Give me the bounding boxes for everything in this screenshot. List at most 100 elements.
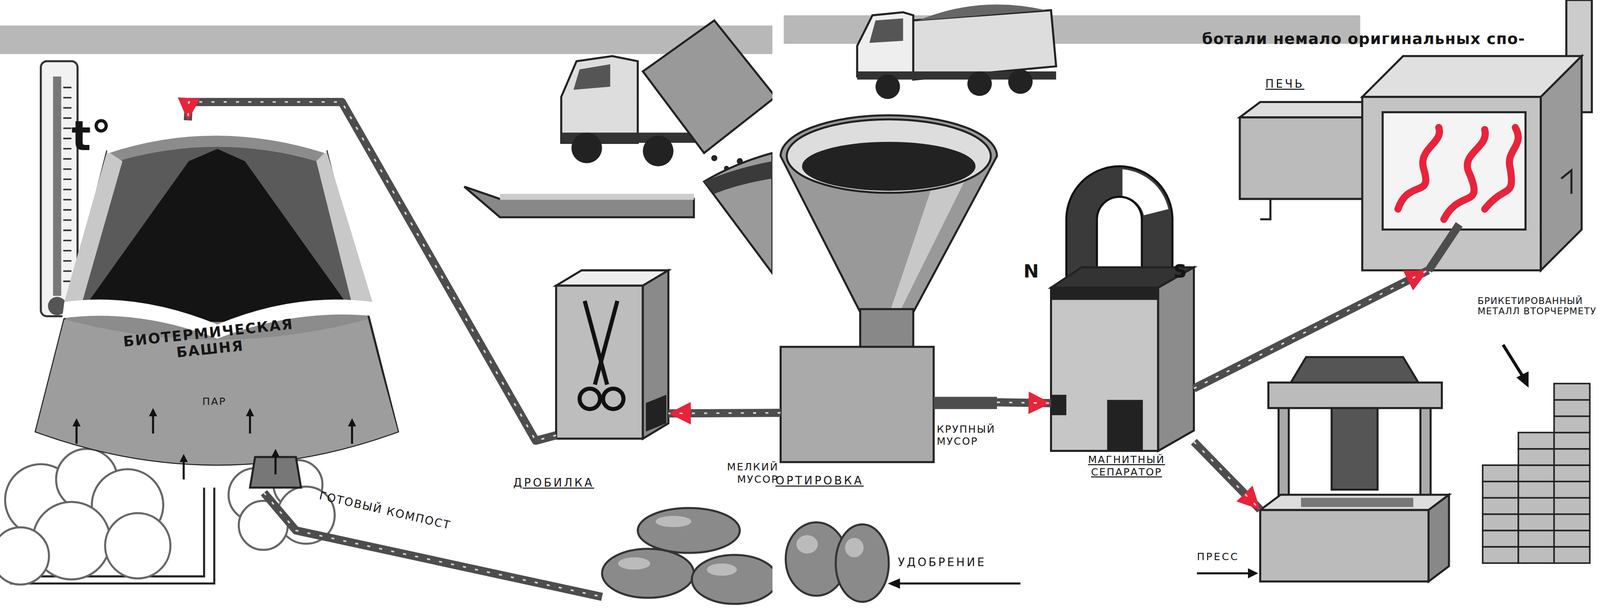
node-label: ПЕЧЬ <box>1265 78 1327 92</box>
conveyor <box>668 413 781 414</box>
furnace-opening <box>1382 112 1526 230</box>
conveyor-belt-marks <box>1193 270 1429 389</box>
hopper-rim <box>786 119 991 193</box>
steam-arrow <box>75 424 78 444</box>
edge-label: КРУПНЫЙ МУСОР <box>936 423 1024 447</box>
fertilizer-bags: УДОБРЕНИЕ <box>602 499 1026 611</box>
flame <box>1484 127 1518 210</box>
hopper-waste <box>801 141 976 192</box>
briquette <box>1482 547 1519 564</box>
hopper-spout <box>860 309 914 350</box>
truck-cab <box>857 12 914 77</box>
falling-waste <box>711 155 718 162</box>
steam-arrow-head <box>348 418 357 427</box>
node-shape <box>35 120 399 494</box>
briquette <box>1554 416 1591 433</box>
sorting-box: ОРТИРОВКА <box>780 110 997 463</box>
tower-box: БИОТЕРМИЧЕСКАЯ БАШНЯПАР <box>35 120 399 494</box>
press-metal <box>1301 497 1414 507</box>
fertilizer-sack <box>835 524 889 602</box>
briquette <box>1554 432 1591 450</box>
page-gutter <box>772 497 784 611</box>
briquette <box>1554 497 1591 515</box>
truck-wheel <box>571 132 603 164</box>
truck-dump-body <box>642 20 776 154</box>
pointer-head <box>1516 371 1529 388</box>
edge-label: ГОТОВЫЙ КОМПОСТ <box>317 490 540 554</box>
steam-arrow <box>151 414 154 434</box>
scissors-ring <box>603 388 624 410</box>
magnet-pole: S <box>1173 261 1198 283</box>
magnet-pole: N <box>1023 261 1048 283</box>
truck-window <box>573 64 611 90</box>
briquette <box>1518 530 1555 548</box>
crusher-box: ДРОБИЛКА <box>556 270 669 439</box>
briquette <box>1518 432 1555 450</box>
briquette <box>1482 514 1519 531</box>
node-shape <box>1050 267 1194 451</box>
flame <box>1443 129 1486 220</box>
steam-arrow-head <box>271 449 280 458</box>
node-shape <box>1362 56 1582 271</box>
fertilizer-sack <box>692 555 778 605</box>
crusher-side <box>642 270 669 439</box>
briquette <box>1554 399 1591 417</box>
conveyor <box>1193 270 1429 389</box>
tower-wall-cut <box>64 150 123 305</box>
conveyor-belt-marks <box>668 413 781 414</box>
conveyor-inside <box>1428 224 1460 271</box>
briquette <box>1482 465 1519 482</box>
pointer-line <box>898 582 1021 585</box>
furnace-front <box>1362 97 1541 271</box>
briquette <box>1482 497 1519 515</box>
steam-arrow-head <box>245 408 255 417</box>
sack-highlight <box>706 563 737 577</box>
briquette <box>1554 514 1591 531</box>
fertilizer-sack <box>637 508 740 554</box>
briquette-stack: БРИКЕТИРОВАННЫЙ МЕТАЛЛ ВТОРЧЕРМЕТУ <box>1477 295 1599 564</box>
node-shape <box>780 110 997 463</box>
page-band <box>0 25 773 55</box>
press-mold-side <box>1428 494 1450 582</box>
steam-cloud <box>105 513 171 579</box>
fertilizer-sack <box>602 549 695 599</box>
node-label: ПРЕСС <box>1197 550 1259 563</box>
steam-arrow-head <box>179 454 188 463</box>
briquette <box>1554 547 1591 564</box>
briquette <box>1518 547 1555 564</box>
node-label: ДРОБИЛКА <box>513 477 646 491</box>
node-label: ОРТИРОВКА <box>775 475 908 489</box>
thermometer-tube <box>53 76 62 296</box>
furnace-side-top <box>1239 102 1378 118</box>
truck-load <box>918 4 1046 21</box>
magnet-highlight <box>1122 169 1169 216</box>
steam-arrow-head <box>148 408 157 417</box>
hopper-fragment <box>703 153 773 274</box>
temperature-symbol: t° <box>71 112 143 160</box>
chute <box>464 186 695 218</box>
pointer-line <box>1502 344 1524 378</box>
sorting-box <box>780 346 934 463</box>
separator-front <box>1050 287 1159 452</box>
edge-label: МЕЛКИЙ МУСОР <box>709 461 779 485</box>
separator-side <box>1158 267 1195 451</box>
steam-arrow <box>274 455 277 475</box>
truck-wheel <box>642 135 674 167</box>
node-label: ПАР <box>188 396 240 408</box>
thermometer-scale <box>63 86 72 291</box>
separator-box: МАГНИТНЫЙ СЕПАРАТОР <box>1050 267 1194 451</box>
press-beam <box>1268 382 1443 409</box>
chute-top <box>499 193 694 200</box>
briquette <box>1518 449 1555 466</box>
press-hood <box>1290 357 1419 383</box>
briquette <box>1554 530 1591 548</box>
furnace-pipe <box>1260 198 1271 220</box>
press-box: ПРЕСС <box>1260 357 1450 582</box>
separator-inlet <box>1050 394 1067 416</box>
scissors-blade <box>594 301 618 385</box>
briquette <box>1518 481 1555 498</box>
scissors-blade <box>584 301 607 385</box>
steam-arrow-head <box>72 418 81 427</box>
truck-cab <box>561 56 638 143</box>
conveyor-belt-marks <box>187 102 557 441</box>
